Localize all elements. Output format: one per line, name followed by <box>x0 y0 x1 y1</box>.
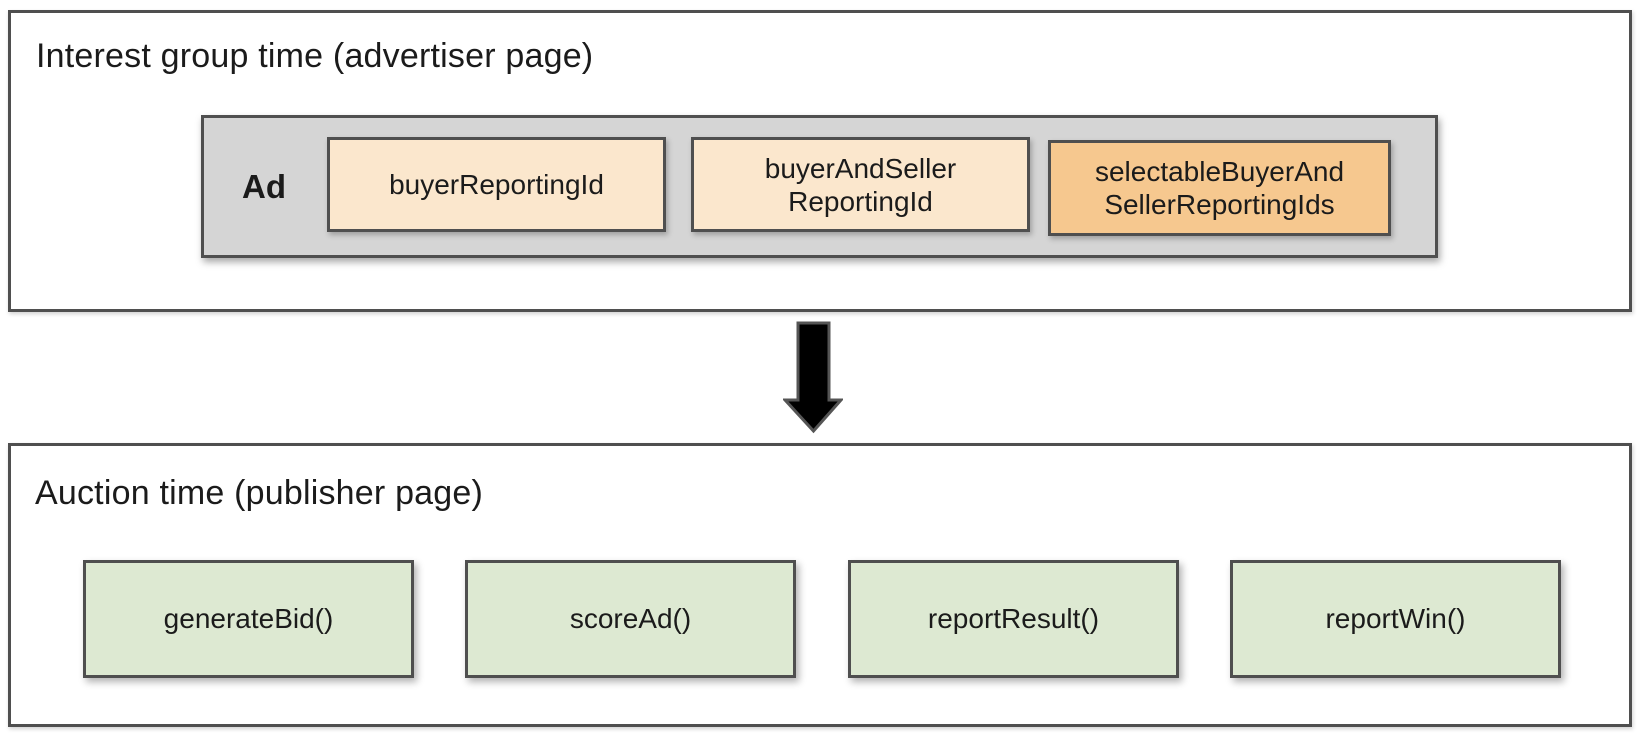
auction-title: Auction time (publisher page) <box>35 474 484 512</box>
score-ad-box: scoreAd() <box>465 560 796 678</box>
report-result-box: reportResult() <box>848 560 1179 678</box>
buyer-and-seller-reporting-id-box: buyerAndSeller ReportingId <box>691 137 1030 232</box>
ad-container: Ad buyerReportingId buyerAndSeller Repor… <box>201 115 1438 258</box>
interest-group-title: Interest group time (advertiser page) <box>36 37 594 75</box>
report-win-box: reportWin() <box>1230 560 1561 678</box>
selectable-buyer-and-seller-reporting-ids-box: selectableBuyerAnd SellerReportingIds <box>1048 140 1391 236</box>
auction-section: Auction time (publisher page) generateBi… <box>8 443 1632 727</box>
ad-label: Ad <box>242 167 286 205</box>
interest-group-section: Interest group time (advertiser page) Ad… <box>8 10 1632 312</box>
generate-bid-box: generateBid() <box>83 560 414 678</box>
buyer-reporting-id-box: buyerReportingId <box>327 137 666 232</box>
down-arrow-icon <box>781 321 845 434</box>
